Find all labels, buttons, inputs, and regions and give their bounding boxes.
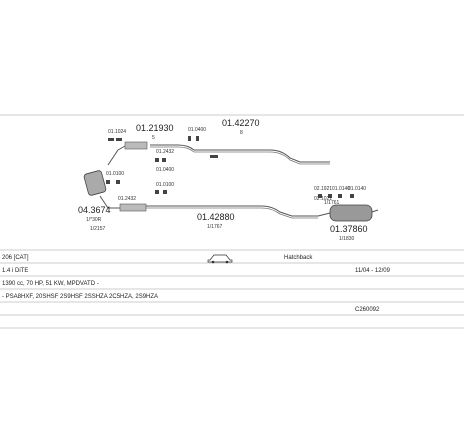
catalytic-converter bbox=[83, 170, 107, 196]
part-lower-pipe-qty: 1/1767 bbox=[207, 224, 223, 230]
code-label: 01.2432 bbox=[156, 149, 174, 155]
engine-codes-text: - PSA8HXF, 20SHSF 2S9HSF 2SSHZA 2C5HZA, … bbox=[2, 294, 158, 300]
clamp-icon bbox=[106, 136, 354, 198]
converter-outlet-pipe bbox=[99, 195, 120, 209]
code-label: 02.1921 bbox=[314, 186, 332, 192]
code-label: 01.1024 bbox=[108, 129, 126, 135]
code-label: 02.1021 bbox=[314, 196, 332, 202]
part-upper-right-pipe: 01.42270 bbox=[222, 118, 260, 128]
code-label: 01.0100 bbox=[156, 182, 174, 188]
part-converter-sub: 1/2157 bbox=[90, 226, 106, 232]
lower-pipe-inner bbox=[146, 207, 318, 219]
part-upper-pipe: 01.21930 bbox=[136, 123, 174, 133]
body-type-text: Hatchback bbox=[284, 255, 313, 261]
code-label: 01.0400 bbox=[156, 167, 174, 173]
reference-text: C260092 bbox=[355, 307, 380, 313]
tailpipe bbox=[371, 209, 379, 213]
part-converter-qty: 1/*30R bbox=[86, 217, 102, 223]
part-rear-silencer-qty: 1/1830 bbox=[339, 236, 355, 242]
silencer-inlet bbox=[317, 212, 331, 217]
code-label: 01.0100 bbox=[106, 171, 124, 177]
power-text: 1390 cc, 70 HP, 51 KW, MPDVATD - bbox=[2, 281, 99, 287]
model-text: 206 [CAT] bbox=[2, 255, 29, 261]
part-converter: 04.3674 bbox=[78, 205, 111, 215]
flex-joint-upper bbox=[124, 141, 148, 150]
code-label: 01.0140 bbox=[332, 186, 350, 192]
lower-pipe bbox=[146, 205, 318, 217]
part-lower-pipe: 01.42880 bbox=[197, 212, 235, 222]
part-upper-right-pipe-qty: 8 bbox=[240, 130, 243, 136]
part-rear-silencer: 01.37860 bbox=[330, 224, 368, 234]
code-label: 1/1761 bbox=[324, 200, 340, 206]
rear-silencer bbox=[329, 204, 373, 222]
years-text: 11/04 - 12/09 bbox=[355, 268, 391, 274]
upper-pipe-inner bbox=[150, 146, 330, 165]
car-icon bbox=[207, 254, 233, 264]
code-label: 01.0400 bbox=[188, 127, 206, 133]
part-upper-pipe-qty: 5 bbox=[152, 135, 155, 141]
code-label: 01.0140 bbox=[348, 186, 366, 192]
upper-pipe bbox=[150, 144, 330, 163]
code-label: 01.2432 bbox=[118, 196, 136, 202]
engine-text: 1.4 i DiTE bbox=[2, 268, 28, 274]
flex-joint-lower bbox=[119, 203, 147, 212]
front-link-pipe bbox=[107, 145, 126, 166]
